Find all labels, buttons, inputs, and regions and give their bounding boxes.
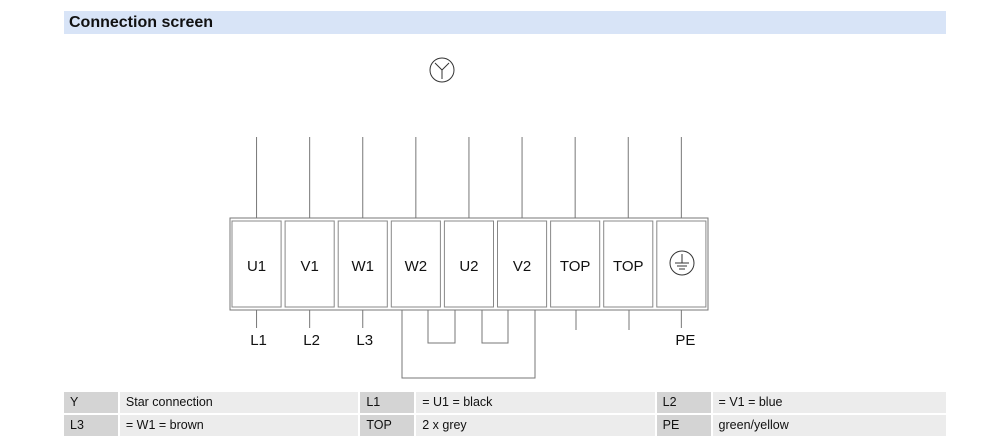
legend-table: Y Star connection L1 = U1 = black L2 = V… bbox=[64, 392, 946, 438]
star-connection-icon bbox=[429, 57, 455, 83]
legend-value: green/yellow bbox=[712, 415, 946, 436]
supply-label: L1 bbox=[250, 332, 267, 349]
terminal-label: V2 bbox=[513, 258, 531, 275]
terminal-cell bbox=[550, 220, 601, 308]
terminal-cell bbox=[231, 220, 282, 308]
terminal-label: W1 bbox=[352, 258, 375, 275]
terminal-label: U1 bbox=[247, 258, 266, 275]
star-bridge bbox=[401, 310, 536, 379]
legend-key: Y bbox=[64, 392, 118, 413]
legend-key: L2 bbox=[656, 392, 711, 413]
terminal-cell bbox=[603, 220, 654, 308]
legend-value: = W1 = brown bbox=[119, 415, 359, 436]
legend-row: Y Star connection L1 = U1 = black L2 = V… bbox=[64, 392, 946, 413]
legend-row: L3 = W1 = brown TOP 2 x grey PE green/ye… bbox=[64, 415, 946, 436]
legend-value: = U1 = black bbox=[416, 392, 655, 413]
legend-value: Star connection bbox=[119, 392, 359, 413]
earth-ground-icon bbox=[669, 250, 695, 276]
legend-value: = V1 = blue bbox=[712, 392, 946, 413]
legend-key: TOP bbox=[360, 415, 415, 436]
terminal-label: U2 bbox=[459, 258, 478, 275]
legend-value: 2 x grey bbox=[416, 415, 655, 436]
section-header: Connection screen bbox=[64, 11, 946, 34]
terminal-cell bbox=[390, 220, 441, 308]
supply-labels: L1 L2 L3 PE bbox=[250, 310, 695, 349]
terminal-cell bbox=[337, 220, 388, 308]
terminal-label: W2 bbox=[405, 258, 428, 275]
page-title: Connection screen bbox=[69, 14, 214, 31]
terminal-group: U1 V1 W1 W2 U2 V2 TOP TOP bbox=[231, 137, 707, 308]
terminal-cell bbox=[284, 220, 335, 308]
connection-diagram: U1 V1 W1 W2 U2 V2 TOP TOP L1 L2 L3 PE bbox=[229, 57, 709, 379]
terminal-label: TOP bbox=[560, 258, 591, 275]
legend-key: L1 bbox=[360, 392, 415, 413]
terminal-label: TOP bbox=[613, 258, 644, 275]
legend-key: L3 bbox=[64, 415, 118, 436]
supply-label: L2 bbox=[303, 332, 320, 349]
supply-label: L3 bbox=[356, 332, 373, 349]
terminal-cell bbox=[443, 220, 494, 308]
legend-key: PE bbox=[656, 415, 711, 436]
terminal-cell bbox=[497, 220, 548, 308]
terminal-cell bbox=[656, 220, 707, 308]
supply-label: PE bbox=[675, 332, 695, 349]
terminal-label: V1 bbox=[300, 258, 318, 275]
